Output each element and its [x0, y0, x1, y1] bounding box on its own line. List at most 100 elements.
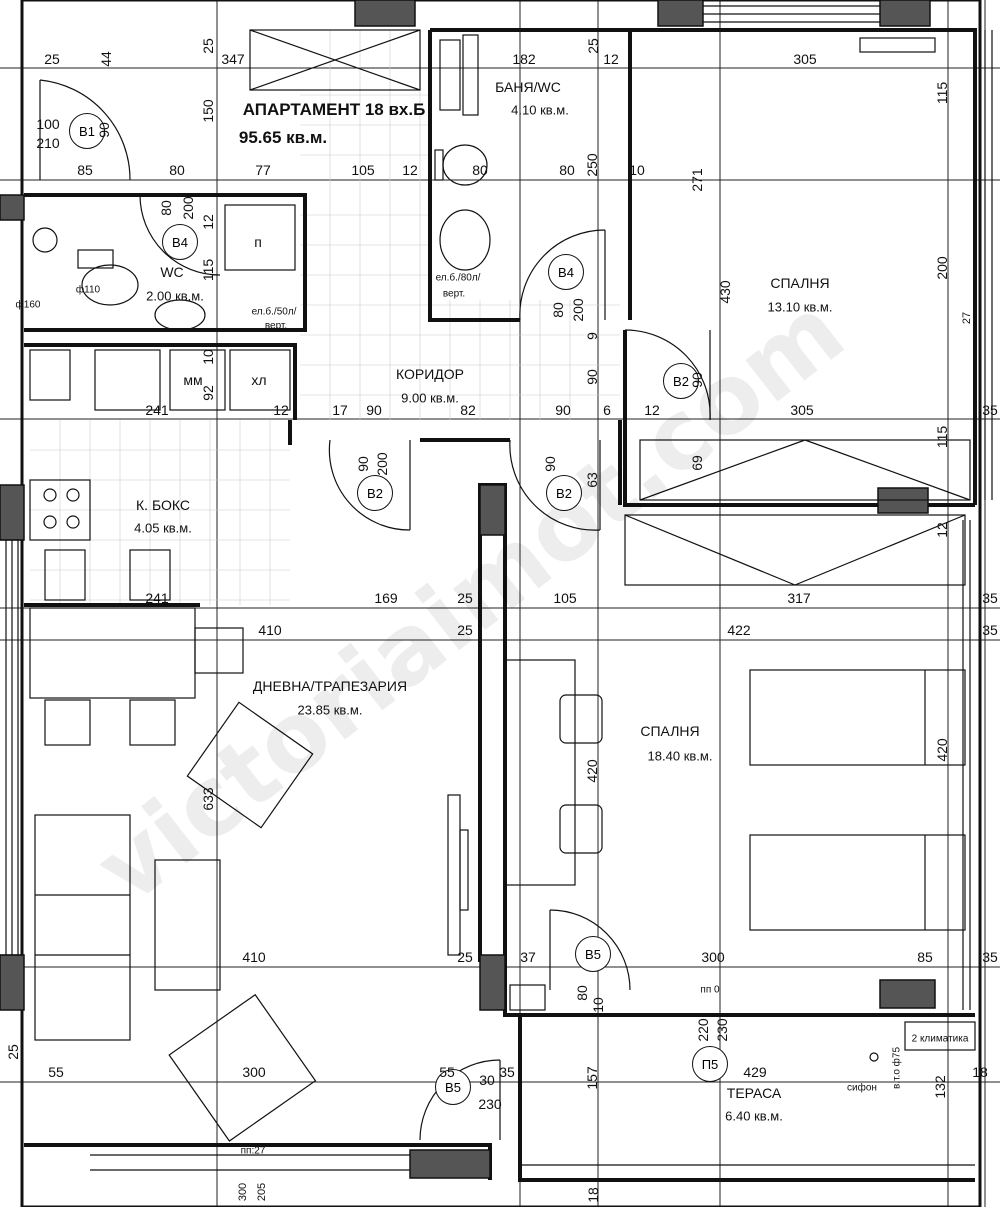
dim: 205 [256, 1182, 268, 1202]
door-tag-b1: В1 [69, 113, 105, 149]
dim: 200 [570, 298, 586, 322]
fixtures [29, 34, 976, 1142]
room-name-kitchen: К. БОКС [136, 497, 190, 513]
dim: 63 [584, 472, 600, 488]
door-tag-b5-living: В5 [435, 1069, 471, 1105]
dim: 17 [332, 402, 348, 418]
dim: 115 [200, 258, 216, 282]
ac-label: 2 климатика [911, 1033, 969, 1045]
room-area-kitchen: 4.05 кв.м. [134, 520, 192, 536]
dim: 6 [603, 402, 611, 418]
dim: 90 [542, 456, 558, 472]
dim: 241 [145, 590, 169, 606]
dim: 18 [972, 1064, 988, 1080]
dim: 80 [559, 162, 575, 178]
dim: 44 [98, 51, 114, 67]
dim: 241 [145, 402, 169, 418]
dim: 115 [934, 425, 950, 449]
dim: 300 [701, 949, 725, 965]
dim: 429 [743, 1064, 767, 1080]
heater-label-2b: верт. [442, 288, 466, 300]
room-area-bed1: 13.10 кв.м. [767, 299, 833, 315]
dim: 82 [460, 402, 476, 418]
dim: 410 [242, 949, 266, 965]
dim: 420 [934, 738, 950, 762]
dim: 35 [982, 949, 998, 965]
door-tag-b2-living: В2 [357, 475, 393, 511]
dim: 230 [714, 1018, 730, 1042]
dim: 210 [36, 135, 60, 151]
apartment-area: 95.65 кв.м. [238, 128, 328, 147]
dim: 90 [96, 122, 112, 138]
door-tag-b2-bed1: В2 [663, 363, 699, 399]
dim: 100 [36, 116, 60, 132]
dim: 55 [439, 1064, 455, 1080]
dim: 25 [44, 51, 60, 67]
dim: 132 [932, 1075, 948, 1099]
dim: 200 [180, 196, 196, 220]
dim: 317 [787, 590, 811, 606]
tile-grid [30, 30, 620, 605]
dim: 182 [512, 51, 536, 67]
dim: 300 [237, 1182, 249, 1202]
dim: 25 [457, 622, 473, 638]
fixture-label-p: п [254, 234, 262, 250]
dim: 80 [472, 162, 488, 178]
dim: 150 [200, 99, 216, 123]
dim: 35 [499, 1064, 515, 1080]
dim: 90 [366, 402, 382, 418]
apartment-title: АПАРТАМЕНТ 18 вх.Б [242, 100, 426, 119]
dim: 35 [982, 622, 998, 638]
dim: 200 [374, 452, 390, 476]
dim: 25 [457, 949, 473, 965]
dim: 105 [553, 590, 577, 606]
dim: 80 [169, 162, 185, 178]
dim: 422 [727, 622, 751, 638]
dim: 157 [584, 1066, 600, 1090]
dim: 420 [584, 759, 600, 783]
room-name-living: ДНЕВНА/ТРАПЕЗАРИЯ [252, 678, 408, 694]
dim: 80 [158, 200, 174, 216]
dim: 10 [629, 162, 645, 178]
dim: 55 [48, 1064, 64, 1080]
room-area-wc: 2.00 кв.м. [146, 288, 204, 304]
room-area-living: 23.85 кв.м. [297, 702, 363, 718]
room-name-bath: БАНЯ/WC [495, 79, 561, 95]
dim: 220 [695, 1018, 711, 1042]
dim: 85 [77, 162, 93, 178]
dim: 305 [790, 402, 814, 418]
dim: 271 [689, 168, 705, 192]
dim: 12 [273, 402, 289, 418]
walls [20, 0, 982, 1207]
floor-mark-1: пп:27 [240, 1145, 266, 1157]
pipe-label-3: в.т.о ф75 [891, 1046, 903, 1090]
door-tag-p5: П5 [692, 1046, 728, 1082]
dim: 30 [479, 1072, 495, 1088]
siphon-label: сифон [847, 1082, 877, 1094]
room-name-bed2: СПАЛНЯ [640, 723, 700, 739]
dim: 12 [200, 214, 216, 230]
dim: 77 [255, 162, 271, 178]
dim: 90 [689, 372, 705, 388]
dim: 25 [457, 590, 473, 606]
dim: 35 [982, 402, 998, 418]
room-area-bath: 4.10 кв.м. [511, 102, 569, 118]
room-name-terrace: ТЕРАСА [726, 1085, 782, 1101]
dim: 250 [584, 153, 600, 177]
room-name-corridor: КОРИДОР [396, 366, 464, 382]
dim: 9 [584, 332, 600, 340]
dim: 12 [402, 162, 418, 178]
dim: 69 [689, 455, 705, 471]
dim: 12 [603, 51, 619, 67]
dim: 85 [917, 949, 933, 965]
fixture-label-hl: хл [251, 372, 267, 388]
dim: 37 [520, 949, 536, 965]
door-tag-b2-bed2: В2 [546, 475, 582, 511]
door-tag-b5-bed2: В5 [575, 936, 611, 972]
dim: 10 [590, 997, 606, 1013]
dim: 90 [555, 402, 571, 418]
dim: 633 [200, 787, 216, 811]
dim: 430 [717, 280, 733, 304]
door-swings [39, 79, 711, 1141]
